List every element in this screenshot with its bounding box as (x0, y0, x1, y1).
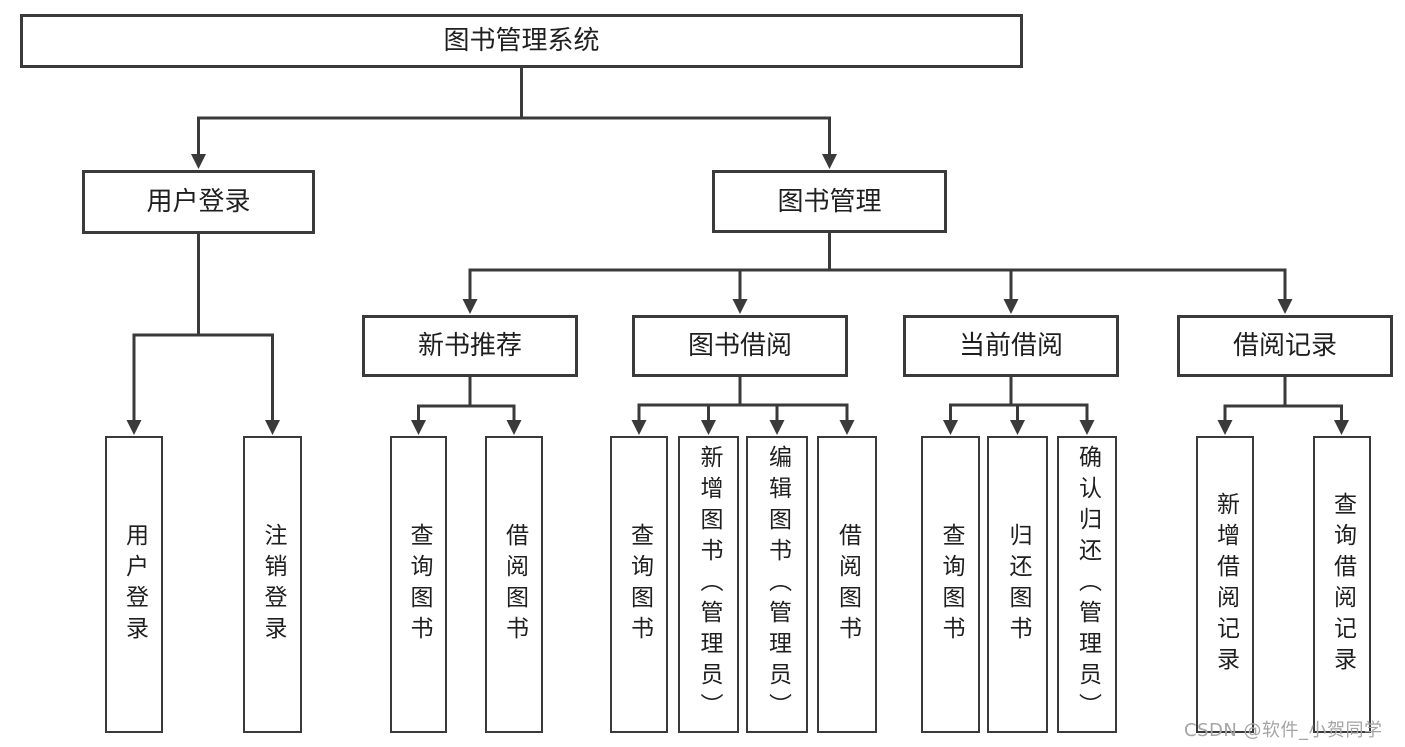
node-label: 借阅图书 (834, 522, 861, 647)
node-label: 查询图书 (938, 522, 964, 647)
node-new-book-recommend: 新书推荐 (362, 315, 578, 377)
arrowhead-icon (462, 299, 478, 314)
node-label: 查询图书 (626, 522, 653, 647)
arrowhead-icon (506, 420, 522, 435)
node-label: 查询借阅记录 (1329, 491, 1356, 678)
arrowhead-icon (631, 420, 647, 435)
arrowhead-icon (126, 420, 142, 435)
leaf-query-books-recommend: 查询图书 (390, 436, 447, 733)
arrowhead-icon (839, 420, 855, 435)
node-label: 图书管理 (777, 186, 882, 217)
node-label: 借阅图书 (501, 522, 528, 647)
arrowhead-icon (1079, 420, 1095, 435)
node-label: 用户登录 (146, 187, 251, 217)
leaf-add-borrow-record: 新增借阅记录 (1196, 436, 1254, 733)
leaf-logout: 注销登录 (243, 436, 302, 733)
node-label: 图书管理系统 (443, 26, 600, 56)
arrowhead-icon (769, 420, 785, 435)
leaf-return-book: 归还图书 (987, 436, 1048, 733)
connector-book-borrow (631, 375, 855, 435)
node-current-borrow: 当前借阅 (903, 315, 1119, 377)
leaf-query-books-borrow: 查询图书 (610, 436, 668, 733)
arrowhead-icon (1217, 420, 1233, 435)
leaf-borrow-books-recommend: 借阅图书 (485, 436, 543, 733)
leaf-confirm-return-admin: 确认归还（管理员） (1057, 436, 1117, 733)
node-label: 确认归还（管理员） (1074, 445, 1101, 724)
arrowhead-icon (265, 420, 280, 435)
node-label: 图书借阅 (687, 331, 792, 361)
leaf-query-borrow-record: 查询借阅记录 (1313, 436, 1371, 733)
node-label: 查询图书 (406, 522, 432, 647)
arrowhead-icon (1277, 299, 1293, 314)
node-book-borrow: 图书借阅 (632, 315, 848, 377)
connector-current-borrow (943, 375, 1095, 435)
leaf-edit-book-admin: 编辑图书（管理员） (746, 436, 808, 733)
node-label: 新增图书（管理员） (696, 445, 722, 724)
arrowhead-icon (732, 299, 748, 314)
leaf-add-book-admin: 新增图书（管理员） (678, 436, 739, 733)
arrowhead-icon (1010, 420, 1025, 435)
leaf-borrow-books: 借阅图书 (817, 436, 877, 733)
node-label: 注销登录 (260, 522, 286, 647)
node-label: 当前借阅 (958, 331, 1063, 361)
connector-root (191, 66, 837, 169)
connector-new-book (411, 375, 522, 435)
node-label: 用户登录 (121, 522, 148, 647)
arrowhead-icon (191, 154, 206, 169)
arrowhead-icon (411, 420, 426, 435)
node-label: 归还图书 (1005, 522, 1031, 647)
node-label: 新增借阅记录 (1212, 491, 1239, 678)
node-library-system: 图书管理系统 (20, 14, 1023, 68)
node-label: 借阅记录 (1232, 331, 1337, 361)
connector-book-management (462, 231, 1293, 314)
node-user-login: 用户登录 (82, 170, 315, 234)
leaf-user-login: 用户登录 (105, 436, 163, 733)
node-label: 新书推荐 (417, 331, 522, 361)
connector-borrow-records (1217, 375, 1349, 435)
watermark: CSDN @软件_小贺同学 (1184, 720, 1383, 741)
node-book-management: 图书管理 (712, 170, 947, 233)
arrowhead-icon (943, 420, 958, 435)
node-borrow-records: 借阅记录 (1177, 315, 1393, 377)
arrowhead-icon (1334, 420, 1349, 435)
node-label: 编辑图书（管理员） (764, 445, 791, 724)
arrowhead-icon (701, 420, 716, 435)
arrowhead-icon (822, 154, 837, 169)
leaf-query-books-current: 查询图书 (921, 436, 980, 733)
arrowhead-icon (1003, 299, 1019, 314)
connector-user-login (126, 232, 280, 435)
